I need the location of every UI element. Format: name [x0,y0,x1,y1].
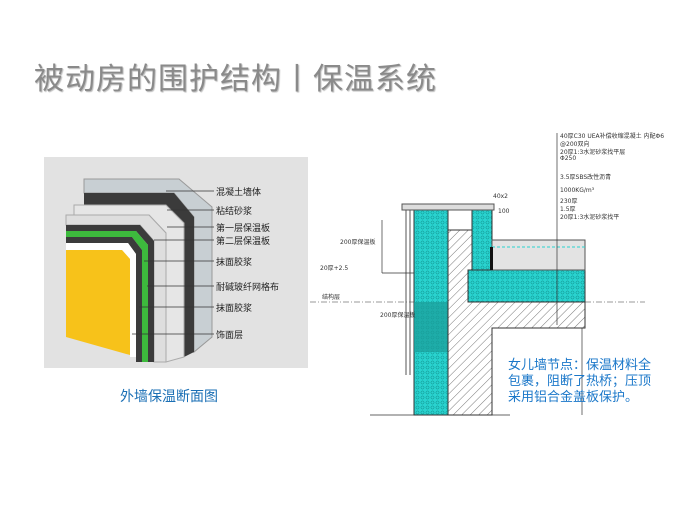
detail-label: 20厚1:3水泥砂浆找平 [560,214,620,221]
detail-label: 1.5厚 [560,206,576,213]
layer-label: 粘结砂浆 [216,207,253,217]
layer-label: 抹面胶浆 [216,304,253,314]
detail-label: 200厚保温板 [380,312,416,319]
detail-label: 3.5厚SBS改性沥青 [560,174,612,181]
detail-label: 40x2 [493,193,509,200]
layer-label: 混凝土墙体 [216,188,262,198]
detail-label: 230厚 [560,198,578,205]
layer-label: 第二层保温板 [216,237,271,247]
layer-label: 耐碱玻纤网格布 [216,283,280,293]
wall-figure-caption: 外墙保温断面图 [120,389,218,405]
layer-label: 抹面胶浆 [216,258,253,268]
wall-layers-drawing [65,178,214,363]
parapet-note: 女儿墙节点：保温材料全包裹，阻断了热桥；压顶采用铝合金盖板保护。 [508,358,652,405]
layer-label: 饰面层 [216,331,244,341]
slide-title: 被动房的围护结构丨保温系统 [34,62,437,97]
layer-label: 第一层保温板 [216,224,271,234]
detail-label: 40厚C30 UEA补偿收缩混凝土 内配Φ6 [560,133,665,140]
detail-label: Φ250 [560,155,577,162]
parapet-detail-drawing: 40厚C30 UEA补偿收缩混凝土 内配Φ6 @200双向 20厚1:3水泥砂浆… [310,125,664,435]
detail-label: 20厚1:3水泥砂浆找平层 [560,149,626,156]
parapet-section [310,133,645,416]
wall-insulation-figure: 混凝土墙体 粘结砂浆 第一层保温板 第二层保温板 抹面胶浆 耐碱玻纤网格布 抹面… [44,157,308,368]
detail-label: 20厚+2.5 [320,265,349,272]
detail-label: @200双向 [560,141,590,148]
detail-label: 200厚保温板 [340,239,376,246]
detail-label: 100 [498,208,510,215]
level-mark: 结构层 [322,294,341,301]
detail-label: 1000KG/m³ [560,187,595,194]
